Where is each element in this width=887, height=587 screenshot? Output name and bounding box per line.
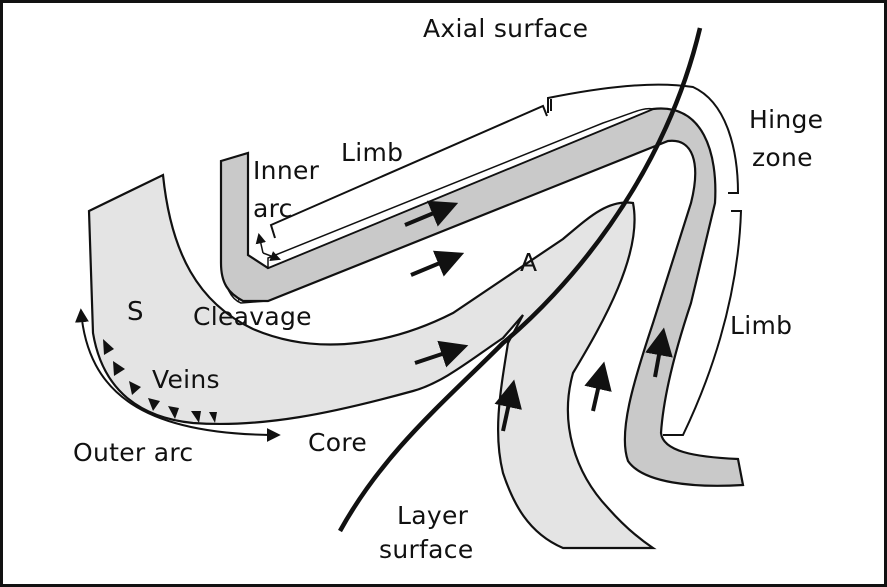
label-surface: surface xyxy=(379,535,474,564)
label-limb-right: Limb xyxy=(730,311,792,340)
label-outer-arc: Outer arc xyxy=(73,438,193,467)
axial-surface-line xyxy=(338,27,703,533)
inner-arc-strain-arrows xyxy=(255,232,281,261)
veins xyxy=(103,339,217,423)
upper-limb-inner-band xyxy=(267,107,656,270)
label-cleavage: Cleavage xyxy=(193,302,312,331)
outer-arc-arrow xyxy=(74,308,281,442)
label-veins: Veins xyxy=(152,365,220,394)
fold-diagram: Axial surface Hinge zone Limb Limb Inner… xyxy=(73,14,823,564)
label-hinge: Hinge xyxy=(749,105,823,134)
label-zone: zone xyxy=(752,143,813,172)
label-inner: Inner xyxy=(253,156,320,185)
lower-fold-layer xyxy=(87,173,657,550)
hinge-zone-bracket xyxy=(547,83,740,194)
right-limb-bracket xyxy=(663,210,743,436)
label-limb-upper: Limb xyxy=(341,138,403,167)
upper-fold-layer xyxy=(219,107,745,487)
label-layer: Layer xyxy=(397,501,469,530)
upper-limb-bracket xyxy=(269,104,548,239)
label-a: A xyxy=(520,248,537,277)
label-arc: arc xyxy=(253,194,293,223)
shear-arrows xyxy=(404,200,673,432)
label-axial-surface: Axial surface xyxy=(423,14,588,43)
label-core: Core xyxy=(308,428,367,457)
label-s: S xyxy=(127,297,144,327)
